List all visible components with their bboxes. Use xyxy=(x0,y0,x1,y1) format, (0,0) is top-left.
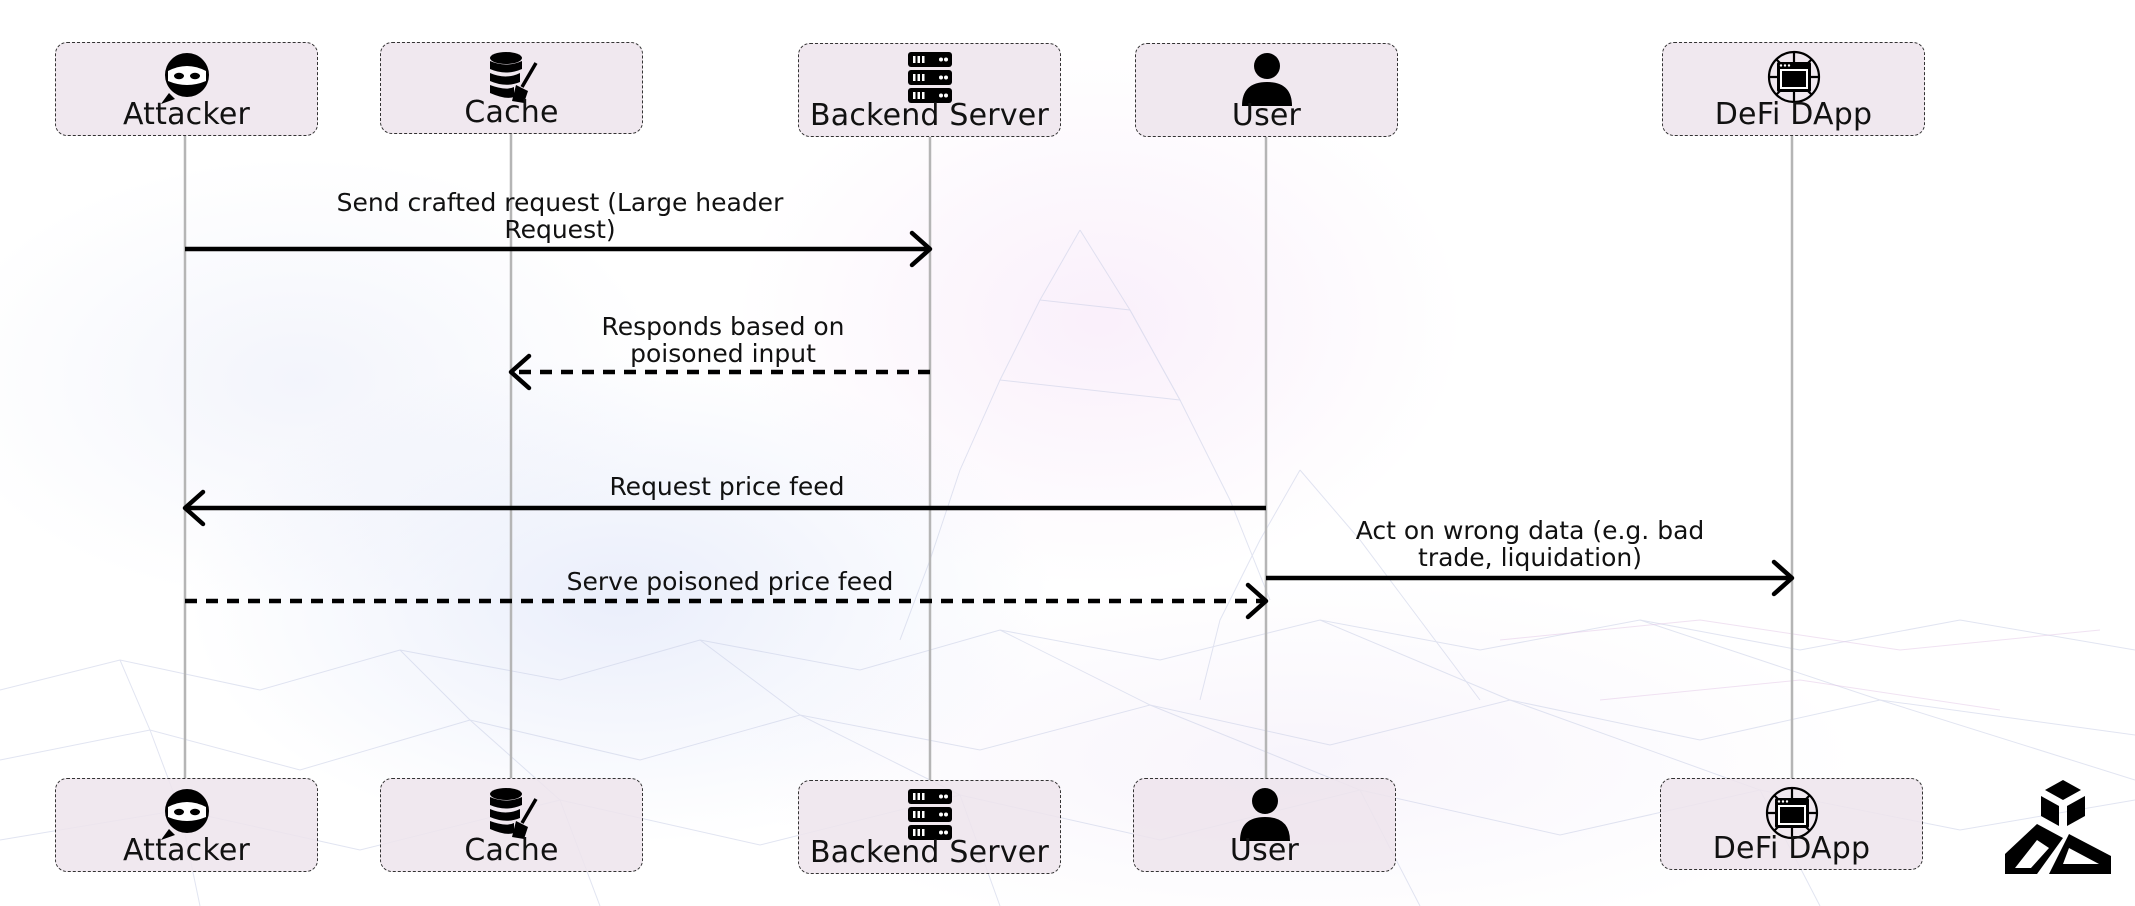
participant-cache-top: Cache xyxy=(380,42,643,134)
browser-network-icon xyxy=(1767,50,1820,104)
user-icon xyxy=(1241,53,1292,106)
participant-label: Attacker xyxy=(122,97,251,132)
server-icon xyxy=(907,789,952,840)
message-arrow xyxy=(508,353,930,391)
participant-label: Attacker xyxy=(122,833,251,868)
message-label: Responds based on poisoned input xyxy=(601,312,845,368)
message-arrow xyxy=(185,582,1269,620)
database-cleanup-icon xyxy=(489,788,538,839)
participant-dapp-bottom: DeFi DApp xyxy=(1660,778,1923,870)
browser-network-icon xyxy=(1765,786,1818,840)
participant-user-bottom: User xyxy=(1133,778,1396,872)
ninja-icon xyxy=(160,53,209,104)
message-arrow xyxy=(1266,559,1795,597)
ninja-icon xyxy=(160,789,209,840)
user-icon xyxy=(1239,788,1290,841)
arrowhead xyxy=(1245,582,1269,620)
participant-label: DeFi DApp xyxy=(1714,97,1873,132)
participant-label: Backend Server xyxy=(810,98,1049,133)
message-arrow xyxy=(185,230,933,268)
participant-label: Backend Server xyxy=(810,835,1049,870)
message-label: Act on wrong data (e.g. bad trade, liqui… xyxy=(1355,516,1705,572)
message-label: Serve poisoned price feed xyxy=(566,567,894,596)
arrowhead xyxy=(909,230,933,268)
participant-label: DeFi DApp xyxy=(1712,831,1871,866)
message-label: Request price feed xyxy=(609,472,845,501)
participant-backend-bottom: Backend Server xyxy=(798,780,1061,874)
message-label: Send crafted request (Large header Reque… xyxy=(336,188,784,244)
arrowhead xyxy=(182,489,206,527)
participant-label: User xyxy=(1229,833,1300,868)
message-arrow xyxy=(182,489,1266,527)
participant-user-top: User xyxy=(1135,43,1398,137)
participant-label: Cache xyxy=(464,95,559,130)
arrowhead xyxy=(508,353,532,391)
database-cleanup-icon xyxy=(489,52,538,103)
arrowhead xyxy=(1771,559,1795,597)
participant-label: User xyxy=(1231,98,1302,133)
participant-cache-bottom: Cache xyxy=(380,778,643,872)
participant-backend-top: Backend Server xyxy=(798,43,1061,137)
participant-attacker-top: Attacker xyxy=(55,42,318,136)
participant-label: Cache xyxy=(464,833,559,868)
server-icon xyxy=(907,52,952,103)
participant-dapp-top: DeFi DApp xyxy=(1662,42,1925,136)
participant-attacker-bottom: Attacker xyxy=(55,778,318,872)
brand-logo-icon xyxy=(2005,780,2111,874)
